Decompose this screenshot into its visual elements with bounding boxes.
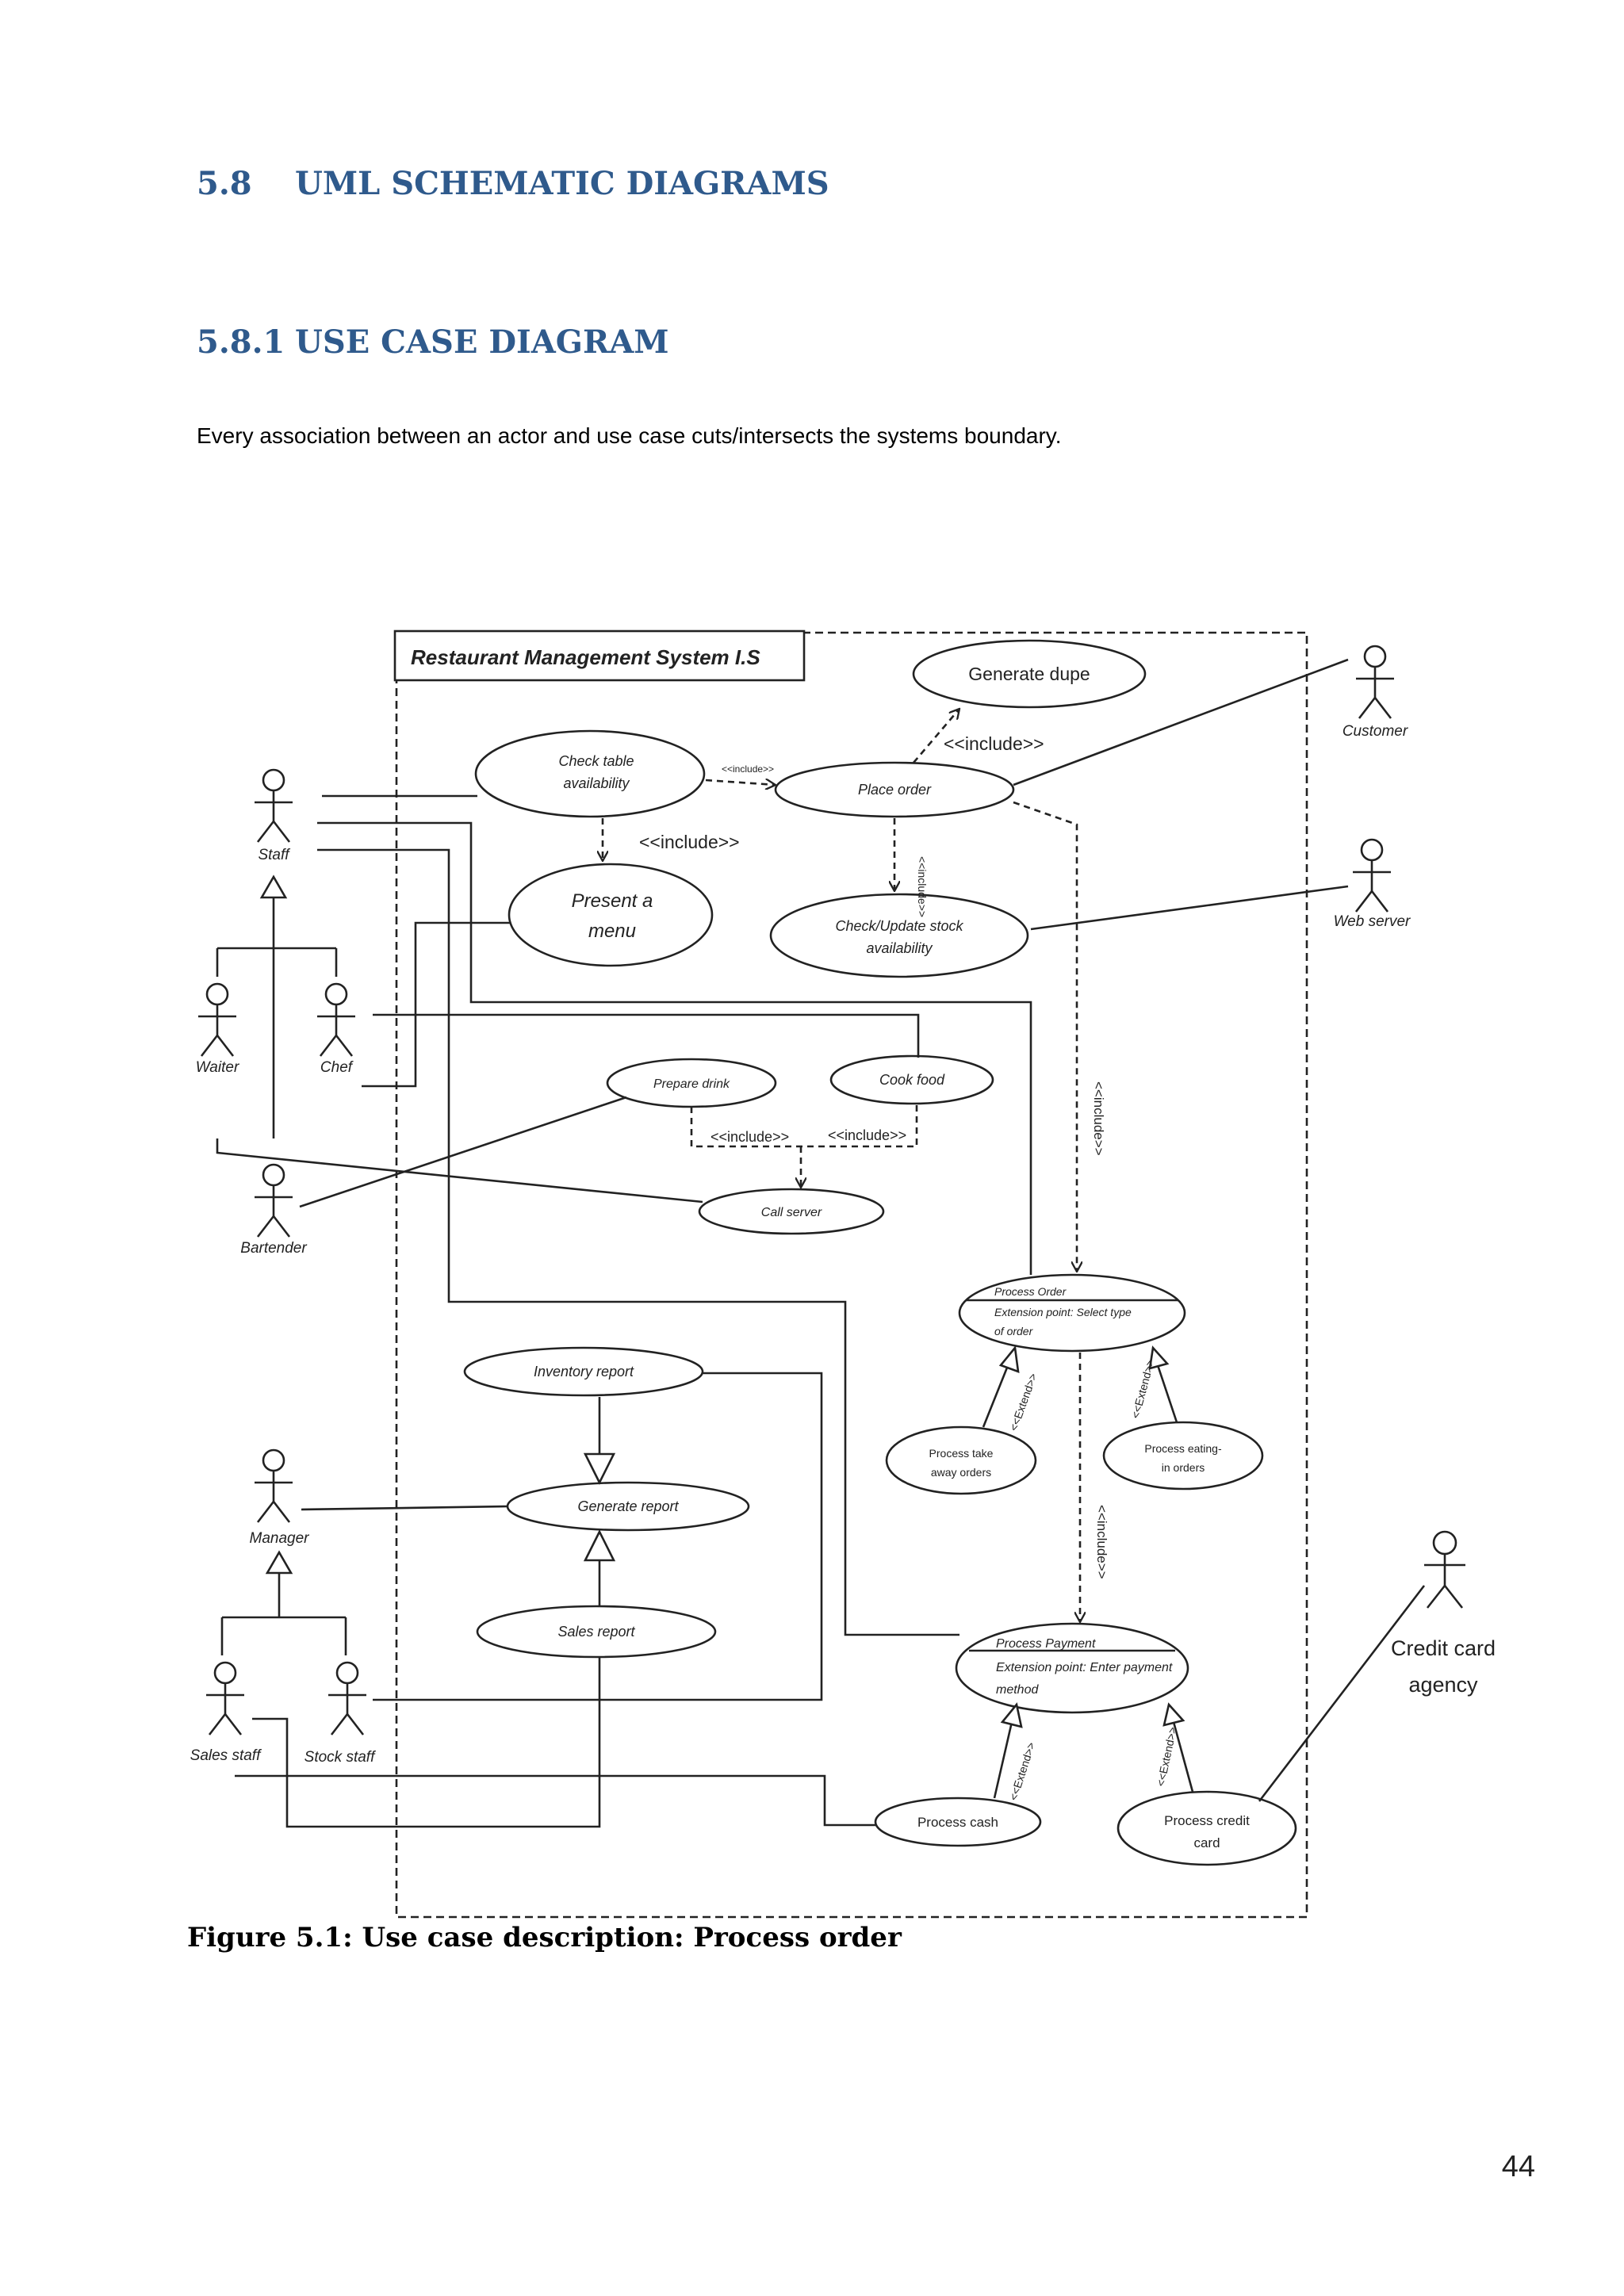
uc-inventory-report — [463, 1346, 704, 1397]
extend-label-credit: <<Extend>> — [1154, 1726, 1179, 1788]
uc-label-generate-report: Generate report — [577, 1498, 679, 1514]
include-label-present-menu: <<include>> — [639, 832, 740, 852]
uc-label-process-eating-in-2: in orders — [1162, 1461, 1205, 1474]
include-label-generate-dupe: <<include>> — [944, 733, 1044, 754]
include-label-process-order: <<include>> — [1091, 1081, 1106, 1156]
uc-label-process-order-title: Process Order — [994, 1285, 1067, 1298]
subsection-heading: 5.8.1 USE CASE DIAGRAM — [197, 323, 669, 361]
include-relations — [603, 709, 1080, 1622]
include-label-place-order: <<include>> — [722, 763, 774, 775]
uc-present-menu — [508, 863, 714, 967]
associations — [216, 658, 1426, 1828]
uc-process-cash — [874, 1797, 1042, 1847]
uc-label-call-server: Call server — [761, 1206, 822, 1219]
section-heading: 5.8 UML SCHEMATIC DIAGRAMS — [197, 165, 829, 202]
extend-label-cash: <<Extend>> — [1007, 1740, 1038, 1802]
actor-web-server — [1353, 838, 1391, 913]
intro-paragraph: Every association between an actor and u… — [197, 423, 1062, 448]
manager-generalisation — [220, 1550, 347, 1655]
uc-label-process-payment-ext-2: method — [996, 1683, 1039, 1697]
system-boundary — [395, 631, 1308, 1919]
system-title-box — [393, 629, 806, 682]
section-number: 5.8 — [197, 165, 252, 202]
actor-chef — [317, 982, 355, 1057]
actor-stock-staff — [328, 1661, 366, 1735]
include-label-cook-food: <<include>> — [828, 1127, 906, 1143]
uc-process-payment — [955, 1622, 1189, 1714]
section-title: UML SCHEMATIC DIAGRAMS — [295, 165, 829, 202]
actor-label-web-server: Web server — [1334, 913, 1411, 930]
uc-label-cook-food: Cook food — [879, 1072, 945, 1088]
system-title: Restaurant Management System I.S — [411, 645, 760, 669]
actor-label-chef: Chef — [320, 1059, 354, 1076]
uc-label-check-stock-2: availability — [866, 940, 933, 956]
actor-bartender — [255, 1163, 293, 1238]
actor-label-credit-card-2: agency — [1408, 1673, 1478, 1697]
actor-label-sales-staff: Sales staff — [190, 1747, 262, 1764]
actor-label-waiter: Waiter — [196, 1059, 239, 1076]
uc-sales-report — [476, 1605, 717, 1659]
uc-generate-dupe — [912, 639, 1147, 709]
uc-call-server — [698, 1188, 885, 1235]
uc-process-eating-in — [1102, 1421, 1264, 1490]
uc-label-process-takeaway-1: Process take — [929, 1447, 994, 1460]
uc-label-present-menu-2: menu — [588, 920, 636, 942]
extend-relations — [982, 1345, 1194, 1799]
actor-manager — [255, 1448, 293, 1523]
include-label-check-stock: <<include>> — [916, 856, 929, 917]
uc-label-place-order: Place order — [858, 782, 932, 798]
include-label-process-payment: <<include>> — [1094, 1505, 1109, 1579]
uc-label-present-menu-1: Present a — [572, 890, 653, 912]
subsection-title: USE CASE DIAGRAM — [295, 323, 669, 361]
uc-process-credit — [1116, 1790, 1297, 1866]
uc-label-generate-dupe: Generate dupe — [968, 664, 1090, 684]
uc-label-process-takeaway-2: away orders — [931, 1466, 991, 1479]
uc-label-check-table-2: availability — [563, 775, 630, 791]
actor-label-credit-card-1: Credit card — [1391, 1636, 1496, 1660]
staff-generalisation — [216, 874, 338, 1138]
actor-label-stock-staff: Stock staff — [304, 1749, 376, 1766]
uc-label-check-table-1: Check table — [558, 753, 634, 769]
uc-label-process-credit-1: Process credit — [1164, 1813, 1250, 1828]
figure-caption: Figure 5.1: Use case description: Proces… — [187, 1922, 902, 1954]
uc-label-process-credit-2: card — [1193, 1835, 1220, 1850]
extend-label-takeaway: <<Extend>> — [1007, 1372, 1040, 1433]
actor-staff — [255, 768, 293, 843]
uc-label-check-stock-1: Check/Update stock — [835, 918, 963, 934]
uc-label-inventory-report: Inventory report — [534, 1364, 634, 1380]
actor-label-manager: Manager — [250, 1530, 310, 1547]
report-generalisations — [583, 1397, 616, 1606]
uc-check-table — [474, 729, 706, 818]
actor-waiter — [198, 982, 236, 1057]
uc-label-process-payment-ext-1: Extension point: Enter payment — [996, 1661, 1173, 1674]
page-number: 44 — [1501, 2150, 1535, 2183]
actor-label-bartender: Bartender — [240, 1240, 307, 1257]
uc-check-stock — [769, 893, 1029, 978]
actor-label-customer: Customer — [1342, 723, 1408, 740]
actor-sales-staff — [206, 1661, 244, 1735]
subsection-number: 5.8.1 — [197, 323, 285, 361]
include-label-prepare-drink: <<include>> — [710, 1129, 789, 1145]
uc-label-process-order-ext-1: Extension point: Select type — [994, 1306, 1132, 1318]
uc-label-process-cash: Process cash — [917, 1815, 998, 1830]
uc-label-process-eating-in-1: Process eating- — [1144, 1442, 1222, 1455]
actor-credit-card-agency — [1424, 1530, 1465, 1609]
extend-label-eating-in: <<Extend>> — [1128, 1358, 1156, 1420]
uc-label-sales-report: Sales report — [557, 1624, 635, 1640]
uc-label-prepare-drink: Prepare drink — [653, 1077, 730, 1091]
uc-process-order — [958, 1273, 1186, 1353]
uc-label-process-payment-title: Process Payment — [996, 1637, 1096, 1651]
uc-cook-food — [829, 1054, 994, 1105]
actor-label-staff: Staff — [258, 847, 290, 863]
actor-customer — [1356, 645, 1394, 719]
uc-label-process-order-ext-2: of order — [994, 1325, 1034, 1337]
uc-process-takeaway — [885, 1425, 1037, 1495]
